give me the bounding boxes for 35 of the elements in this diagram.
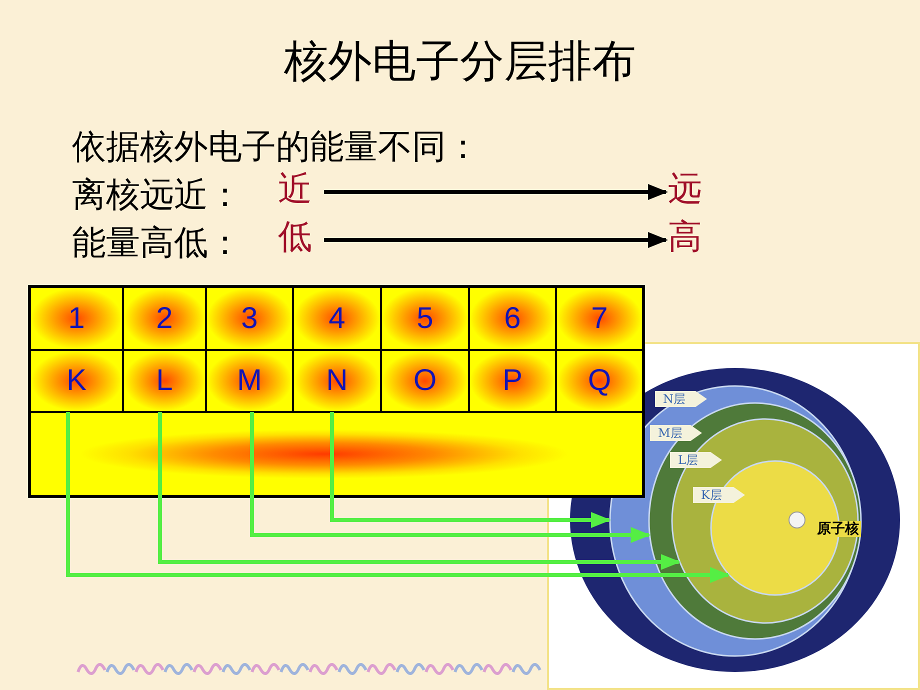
arrow (324, 184, 668, 200)
arrow (66, 412, 730, 583)
shell-letter-cell: Q (556, 350, 643, 412)
shell-letter-cell: L (123, 350, 206, 412)
shell-tag: L层 (670, 452, 722, 468)
nucleus-label: 原子核 (815, 521, 861, 537)
shell-tag: M层 (650, 425, 702, 441)
shell-number-cell: 7 (556, 287, 643, 350)
shell-letter-cell: M (206, 350, 293, 412)
shell-letter-cell: O (381, 350, 469, 412)
shell-letter-cell: P (469, 350, 556, 412)
shell-number-cell: 3 (206, 287, 293, 350)
arrow (324, 232, 668, 248)
shell-letter-cell: N (293, 350, 381, 412)
shell-number-cell: 5 (381, 287, 469, 350)
title: 核外电子分层排布 (283, 40, 637, 89)
arrow (250, 412, 651, 543)
shell-tag: K层 (693, 487, 745, 503)
arrow (330, 412, 611, 528)
shell-ring (609, 385, 861, 657)
body-text: 能量高低： (72, 226, 242, 260)
shell-tag: N层 (655, 391, 707, 407)
endpoint-text: 高 (668, 220, 710, 260)
endpoint-text: 近 (278, 172, 320, 212)
body-text: 离核远近： (72, 178, 242, 212)
shell-number-cell: 2 (123, 287, 206, 350)
endpoint-text: 低 (278, 220, 320, 260)
shell-number-cell: 1 (30, 287, 123, 350)
endpoint-text: 远 (668, 172, 710, 212)
shell-letter-cell: K (30, 350, 123, 412)
shell-ring (671, 418, 859, 624)
body-text: 依据核外电子的能量不同： (72, 130, 480, 164)
arrow (158, 412, 681, 570)
shell-number-cell: 4 (293, 287, 381, 350)
shell-number-cell: 6 (469, 287, 556, 350)
